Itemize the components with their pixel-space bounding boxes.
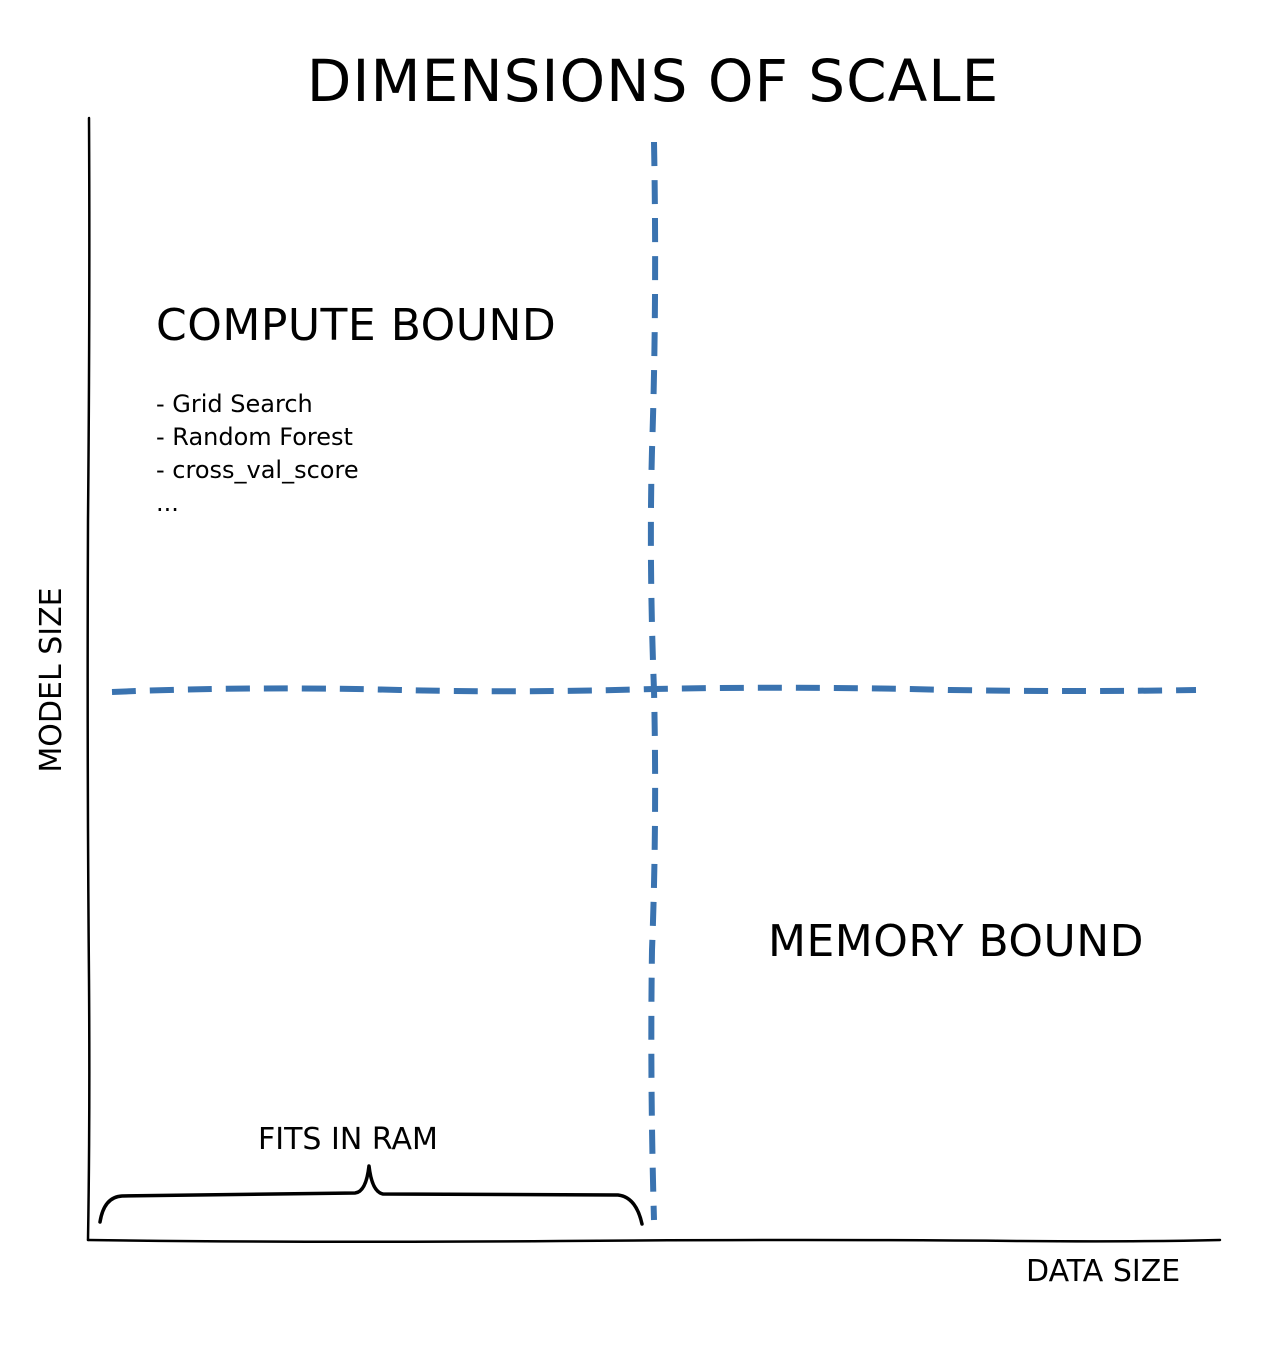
memory-bound-title: MEMORY BOUND	[768, 916, 1145, 967]
x-axis-line	[86, 1238, 1222, 1244]
diagram-title: DIMENSIONS OF SCALE	[306, 47, 1000, 115]
y-axis-label: MODEL SIZE	[34, 587, 69, 773]
y-axis-line	[86, 116, 91, 1242]
fits-in-ram-brace	[98, 1164, 644, 1226]
list-item: ...	[156, 489, 179, 517]
list-item: - cross_val_score	[156, 456, 359, 484]
compute-bound-list: - Grid Search - Random Forest - cross_va…	[156, 388, 359, 520]
compute-bound-title: COMPUTE BOUND	[156, 300, 557, 351]
fits-in-ram-label: FITS IN RAM	[258, 1122, 438, 1157]
list-item: - Random Forest	[156, 423, 353, 451]
horizontal-divider	[111, 684, 1197, 695]
x-axis-label: DATA SIZE	[1026, 1254, 1181, 1289]
vertical-divider	[647, 141, 659, 1221]
list-item: - Grid Search	[156, 390, 313, 418]
